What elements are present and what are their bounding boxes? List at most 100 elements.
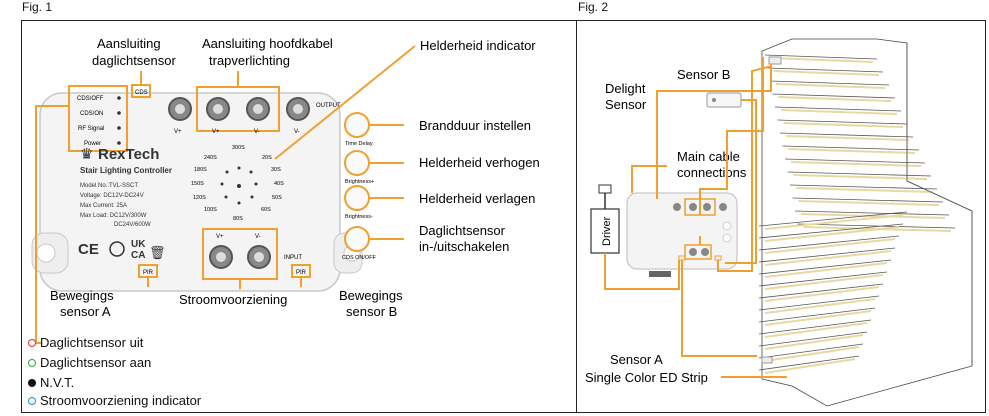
stair-step — [758, 211, 908, 227]
stair-step — [767, 67, 884, 73]
dial-180s: 180S — [194, 167, 207, 173]
dial-240s: 240S — [204, 155, 217, 161]
label-delight-line2: Sensor — [605, 97, 647, 112]
pir-label-a: PIR — [143, 270, 154, 276]
legend-item-power-indicator: Stroomvoorziening indicator — [28, 393, 201, 408]
output-label: OUTPUT — [316, 103, 341, 109]
spec-line-5: DC24V/600W — [114, 222, 151, 228]
stair-step — [782, 145, 920, 151]
brightness-up-label: Brightness+ — [345, 179, 374, 185]
stair-step — [764, 54, 878, 60]
callout-brightness-up: Helderheid verhogen — [419, 155, 540, 170]
led-strip — [775, 83, 886, 89]
stair-step — [758, 355, 860, 371]
time-delay-label: Time Delay — [345, 141, 373, 147]
callout-motion-b-line2: sensor B — [346, 304, 397, 319]
brightness-down-label: Brightness- — [345, 214, 373, 220]
stair-step — [784, 158, 926, 164]
label-sensor-a: Sensor A — [610, 352, 663, 367]
led-strip — [764, 238, 896, 254]
led-strip — [798, 200, 940, 206]
led-strip — [764, 250, 892, 266]
callout-main-cable-line2: trapverlichting — [209, 53, 290, 68]
callout-daylight-toggle-line1: Daglichtsensor — [419, 223, 506, 238]
stair-step — [792, 197, 944, 203]
stair-step — [758, 247, 896, 263]
brightness-up-button[interactable] — [344, 150, 370, 176]
led-strip — [800, 213, 946, 219]
led-strip — [770, 57, 874, 63]
led-strip — [764, 298, 876, 314]
blue-ring-icon — [28, 396, 36, 405]
spec-line-3: Max Current: 25A — [80, 203, 127, 209]
crown-icon: ♛ — [80, 146, 93, 163]
cds-label: CDS — [135, 90, 148, 96]
dial-30s: 30S — [271, 167, 281, 173]
stair-step — [758, 295, 880, 311]
stair-step — [758, 331, 868, 347]
output-terminals: V+ V+ V- V- OUTPUT — [168, 86, 341, 135]
dial-150s: 150S — [191, 181, 204, 187]
legend-item-daylight-off: Daglichtsensor uit — [28, 335, 143, 350]
led-strip — [764, 274, 884, 290]
led-strip — [764, 286, 880, 302]
led-strip — [780, 109, 898, 115]
status-label-power: Power — [84, 141, 101, 147]
stair-step — [779, 132, 914, 138]
strip-connector — [649, 271, 671, 277]
led-strip — [790, 161, 922, 167]
label-main-cable-line1: Main cable — [677, 149, 740, 164]
led-strip — [764, 226, 900, 242]
dial-20s: 20S — [262, 155, 272, 161]
mini-controller — [626, 192, 738, 270]
brightness-down-button[interactable] — [344, 185, 370, 211]
callout-lines — [35, 45, 416, 344]
led-strip — [778, 96, 892, 102]
led-strip — [764, 214, 904, 230]
terminal-label-1: V+ — [174, 129, 182, 135]
dial-120s: 120S — [193, 195, 206, 201]
legend-label: Stroomvoorziening indicator — [40, 393, 202, 408]
pir-label-b: PIR — [296, 270, 307, 276]
label-main-cable-line2: connections — [677, 165, 747, 180]
stair-step — [777, 119, 908, 125]
stair-step — [758, 343, 864, 359]
fig1-title: Fig. 1 — [22, 0, 53, 14]
led-strip — [764, 310, 872, 326]
fig1-panel: CDS/OFF CDS/ON RF Signal Power CDS V+ V+… — [21, 20, 577, 413]
stair-step — [758, 319, 872, 335]
stair-step — [758, 307, 876, 323]
input-terminal-vminus: V- — [255, 234, 261, 240]
label-sensor-b: Sensor B — [677, 67, 730, 82]
led-strip — [764, 322, 868, 338]
time-delay-button[interactable] — [344, 112, 370, 138]
callout-motion-a-line2: sensor A — [60, 304, 111, 319]
product-name: Stair Lighting Controller — [80, 166, 172, 175]
dial-40s: 40S — [274, 181, 284, 187]
led-strip — [788, 148, 916, 154]
callout-burn-time: Brandduur instellen — [419, 118, 531, 133]
spec-line-1: Model No.:TVL-SSCT — [80, 183, 138, 189]
terminal-label-4: V- — [294, 129, 300, 135]
legend-label: N.V.T. — [40, 375, 75, 390]
stair-steps — [758, 54, 956, 374]
callout-motion-b-line1: Bewegings — [339, 288, 403, 303]
led-strip — [773, 70, 880, 76]
cds-toggle-button[interactable] — [344, 226, 370, 252]
stair-step — [758, 271, 888, 287]
dial-300s: 300S — [232, 145, 245, 151]
stair-step — [758, 235, 900, 251]
stair-step — [758, 259, 892, 275]
ukca-mark-bottom: CA — [131, 250, 145, 261]
stair-step — [758, 223, 904, 239]
led-strip — [795, 187, 934, 193]
led-strip — [783, 122, 904, 128]
status-led-box — [68, 85, 128, 152]
led-strip — [764, 358, 856, 374]
legend-item-daylight-on: Daglichtsensor aan — [28, 355, 151, 370]
stair-step — [789, 184, 938, 190]
led-strip — [785, 135, 910, 141]
label-driver: Driver — [601, 216, 613, 246]
stair-step — [794, 210, 950, 216]
stair-step — [772, 93, 896, 99]
